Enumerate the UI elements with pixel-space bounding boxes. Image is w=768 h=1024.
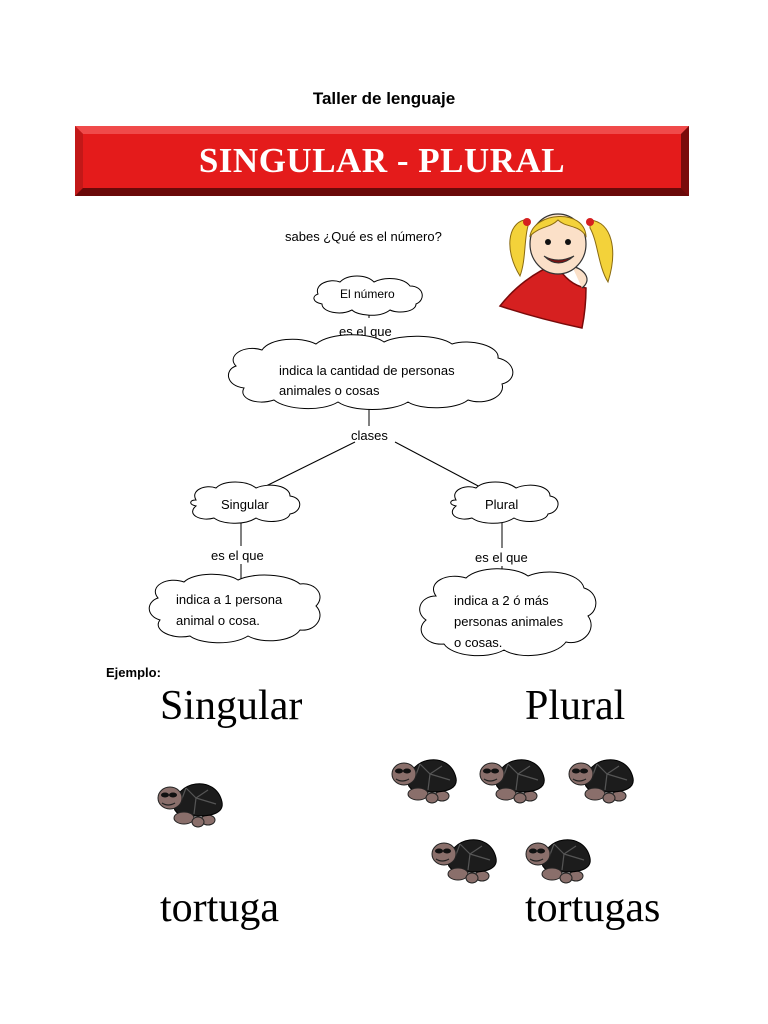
turtle-icon — [156, 768, 226, 828]
concept-map: El número es el que indica la cantidad d… — [148, 275, 597, 657]
turtle-icon — [567, 744, 637, 804]
plural-line2: personas animales — [454, 614, 564, 629]
singular-line1: indica a 1 persona — [176, 592, 283, 607]
page-title: SINGULAR - PLURAL — [198, 141, 566, 180]
turtle-icon — [390, 744, 460, 804]
definition-line1: indica la cantidad de personas — [279, 363, 455, 378]
plural-definition-cloud — [419, 568, 597, 657]
turtle-icon — [524, 824, 594, 884]
banner-frame — [75, 126, 689, 196]
subject-heading: Taller de lenguaje — [312, 89, 456, 108]
singular-cloud — [190, 481, 301, 524]
singular-link: es el que — [211, 548, 264, 563]
turtle-icon — [478, 744, 548, 804]
singular-line2: animal o cosa. — [176, 613, 260, 628]
plural-line3: o cosas. — [454, 635, 502, 650]
singular-word: tortuga — [160, 885, 279, 931]
plural-word: tortugas — [525, 885, 661, 931]
root-cloud — [313, 275, 423, 316]
example-label: Ejemplo: — [106, 665, 161, 680]
girl-clipart-icon — [498, 213, 614, 329]
title-banner: SINGULAR - PLURAL — [75, 126, 689, 196]
definition-cloud — [228, 334, 514, 410]
plural-line1: indica a 2 ó más — [454, 593, 549, 608]
intro-question: sabes ¿Qué es el número? — [285, 229, 442, 244]
plural-label: Plural — [485, 497, 518, 512]
link-classes: clases — [351, 428, 388, 443]
plural-cloud — [450, 481, 559, 524]
singular-label: Singular — [221, 497, 269, 512]
plural-heading: Plural — [525, 683, 626, 729]
root-label: El número — [340, 287, 395, 301]
turtle-icon — [430, 824, 500, 884]
plural-link: es el que — [475, 550, 528, 565]
singular-heading: Singular — [160, 683, 303, 729]
singular-definition-cloud — [148, 573, 321, 644]
definition-line2: animales o cosas — [279, 383, 380, 398]
